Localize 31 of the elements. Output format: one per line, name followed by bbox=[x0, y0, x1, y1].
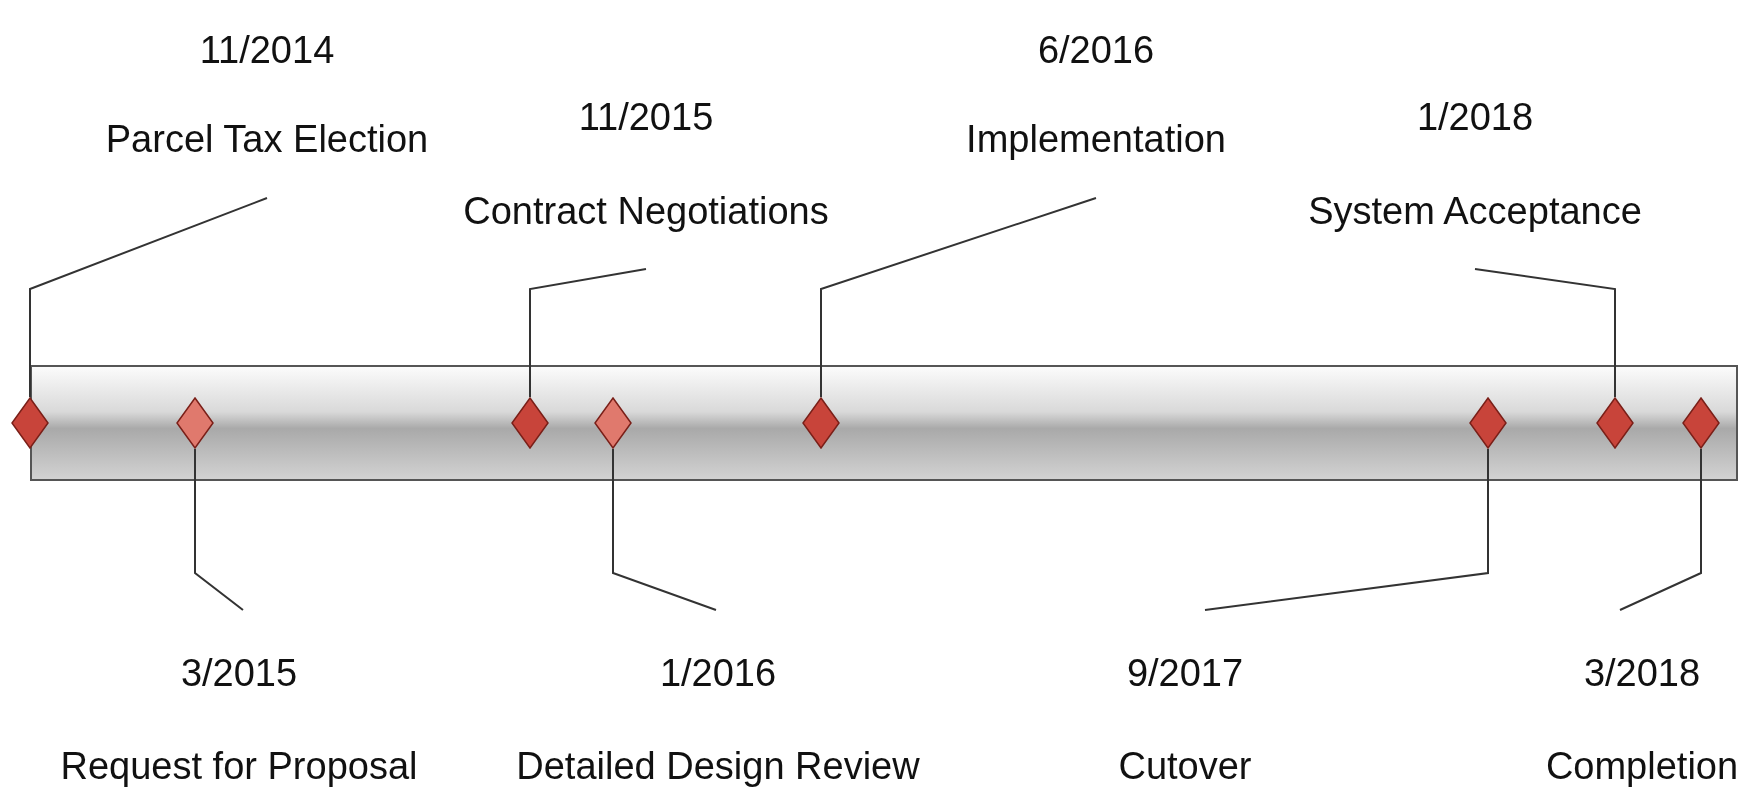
diamond-marker bbox=[511, 397, 549, 449]
date-label: 1/2016 bbox=[658, 651, 778, 696]
leader-line bbox=[820, 197, 1097, 398]
diamond-marker bbox=[1469, 397, 1507, 449]
date-label: 9/2017 bbox=[1125, 651, 1245, 696]
date-label: 3/2015 bbox=[179, 651, 299, 696]
milestone-label: Completion bbox=[1544, 744, 1740, 789]
diamond-marker bbox=[1682, 397, 1720, 449]
leader-line bbox=[29, 197, 268, 398]
date-label: 6/2016 bbox=[1036, 28, 1156, 73]
milestone-label: Cutover bbox=[1117, 744, 1253, 789]
diamond-marker bbox=[802, 397, 840, 449]
diamond-marker bbox=[1596, 397, 1634, 449]
milestone-label: Request for Proposal bbox=[59, 744, 419, 789]
leader-line bbox=[1204, 448, 1489, 611]
leader-line bbox=[1474, 268, 1616, 398]
milestone-label: System Acceptance bbox=[1307, 189, 1643, 234]
diamond-marker bbox=[594, 397, 632, 449]
date-label: 1/2018 bbox=[1415, 95, 1535, 140]
leader-line bbox=[529, 268, 647, 398]
diamond-marker bbox=[11, 397, 49, 449]
leader-line bbox=[194, 448, 244, 611]
milestone-label: Detailed Design Review bbox=[515, 744, 921, 789]
leader-line bbox=[612, 448, 717, 611]
date-label: 3/2018 bbox=[1582, 651, 1702, 696]
leader-line bbox=[1619, 448, 1702, 611]
milestone-label: Contract Negotiations bbox=[462, 189, 830, 234]
milestone-label: Parcel Tax Election bbox=[104, 117, 430, 162]
milestone-label: Implementation bbox=[965, 117, 1227, 162]
date-label: 11/2014 bbox=[198, 28, 336, 73]
diamond-marker bbox=[176, 397, 214, 449]
